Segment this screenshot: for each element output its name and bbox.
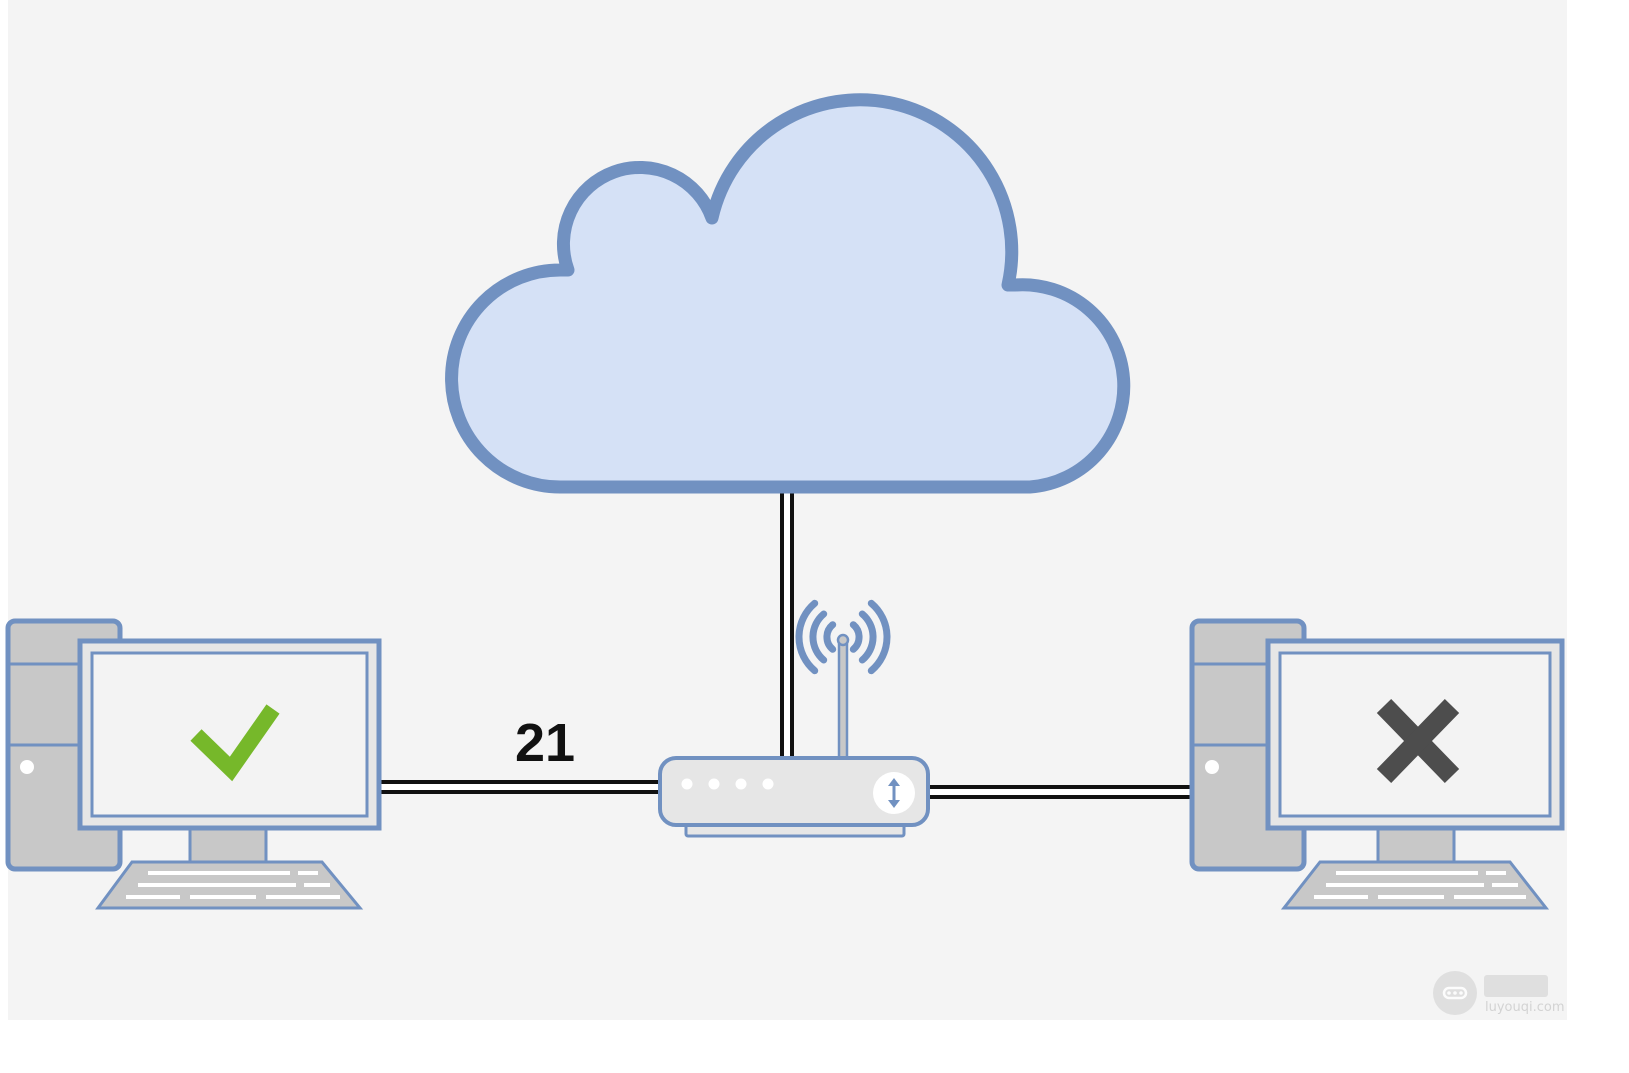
status-light xyxy=(681,778,693,790)
cloud-icon xyxy=(445,93,1131,494)
up-down-arrow-icon xyxy=(873,772,915,814)
keyboard-keys xyxy=(126,871,340,899)
watermark-domain: luyouqi.com xyxy=(1485,1000,1565,1015)
desktop-computer-icon xyxy=(5,618,382,910)
router-body xyxy=(658,756,930,827)
status-light xyxy=(762,778,774,790)
monitor-screen xyxy=(90,651,369,818)
power-button xyxy=(1205,760,1219,774)
wifi-signal-icon xyxy=(795,599,891,675)
right-computer xyxy=(1189,618,1565,910)
desktop-computer-icon xyxy=(1189,618,1565,910)
status-light xyxy=(735,778,747,790)
monitor-stand xyxy=(188,824,268,864)
left-computer xyxy=(5,618,382,910)
antenna-tip xyxy=(836,633,850,647)
status-light xyxy=(708,778,720,790)
power-button xyxy=(20,760,34,774)
check-mark-icon xyxy=(190,704,280,782)
antenna xyxy=(837,639,849,762)
monitor-stand xyxy=(1376,824,1456,864)
link-label: 21 xyxy=(515,713,575,773)
router-status-lights xyxy=(681,778,774,790)
watermark: luyouqi.com xyxy=(1433,971,1565,1015)
keyboard-keys xyxy=(1314,871,1526,899)
router-icon xyxy=(658,599,930,838)
x-mark-icon xyxy=(1376,699,1460,783)
